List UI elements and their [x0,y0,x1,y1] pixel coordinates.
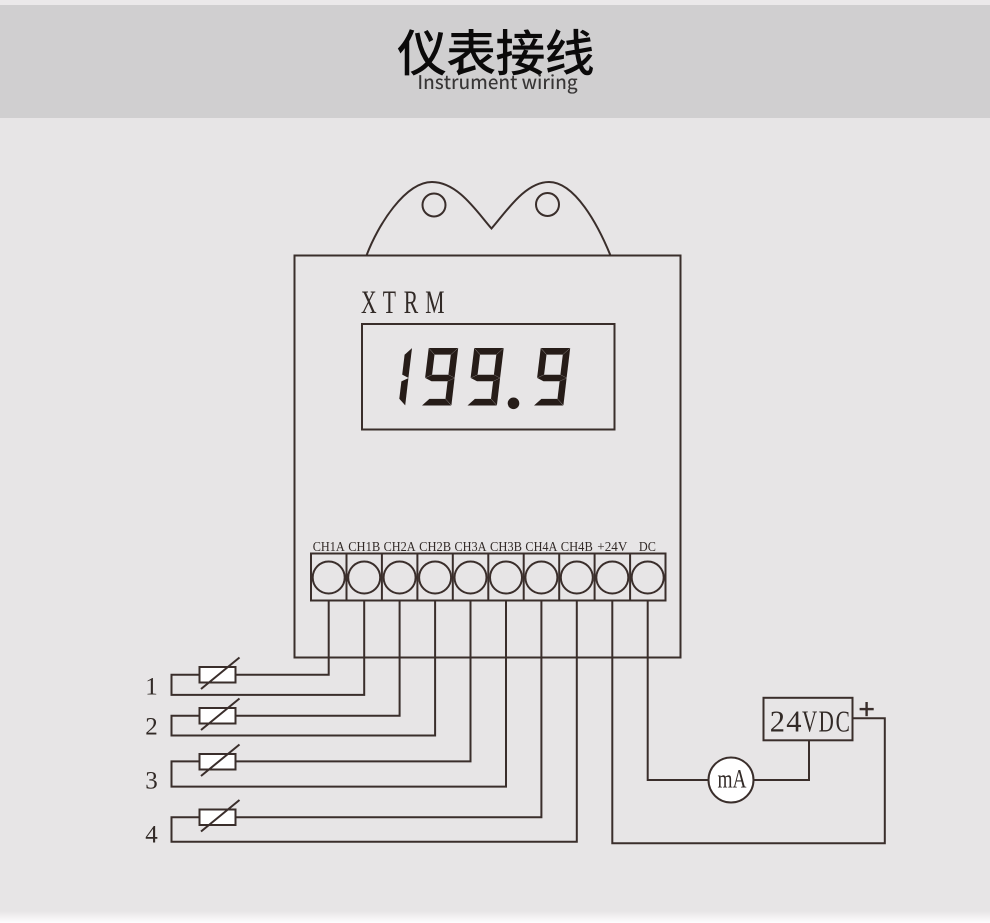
svg-text:4: 4 [145,821,158,848]
svg-text:R: R [404,285,419,322]
svg-text:CH2A: CH2A [384,539,416,554]
svg-text:+24V: +24V [597,539,627,554]
svg-text:DC: DC [639,539,656,554]
svg-text:4: 4 [786,705,801,739]
svg-text:CH1A: CH1A [313,539,345,554]
svg-text:D: D [819,705,834,739]
svg-text:T: T [383,285,396,322]
svg-text:2: 2 [145,713,158,740]
svg-text:CH3B: CH3B [490,539,522,554]
svg-text:C: C [836,705,850,739]
svg-text:mA: mA [718,765,747,794]
svg-text:3: 3 [145,768,158,795]
svg-text:CH2B: CH2B [419,539,451,554]
svg-text:2: 2 [770,705,785,739]
svg-text:CH3A: CH3A [455,539,487,554]
svg-text:V: V [802,705,817,739]
svg-text:CH4A: CH4A [525,539,557,554]
svg-text:M: M [425,285,444,322]
svg-text:1: 1 [145,673,158,700]
svg-text:X: X [361,285,377,322]
svg-text:CH4B: CH4B [561,539,593,554]
svg-text:CH1B: CH1B [348,539,380,554]
